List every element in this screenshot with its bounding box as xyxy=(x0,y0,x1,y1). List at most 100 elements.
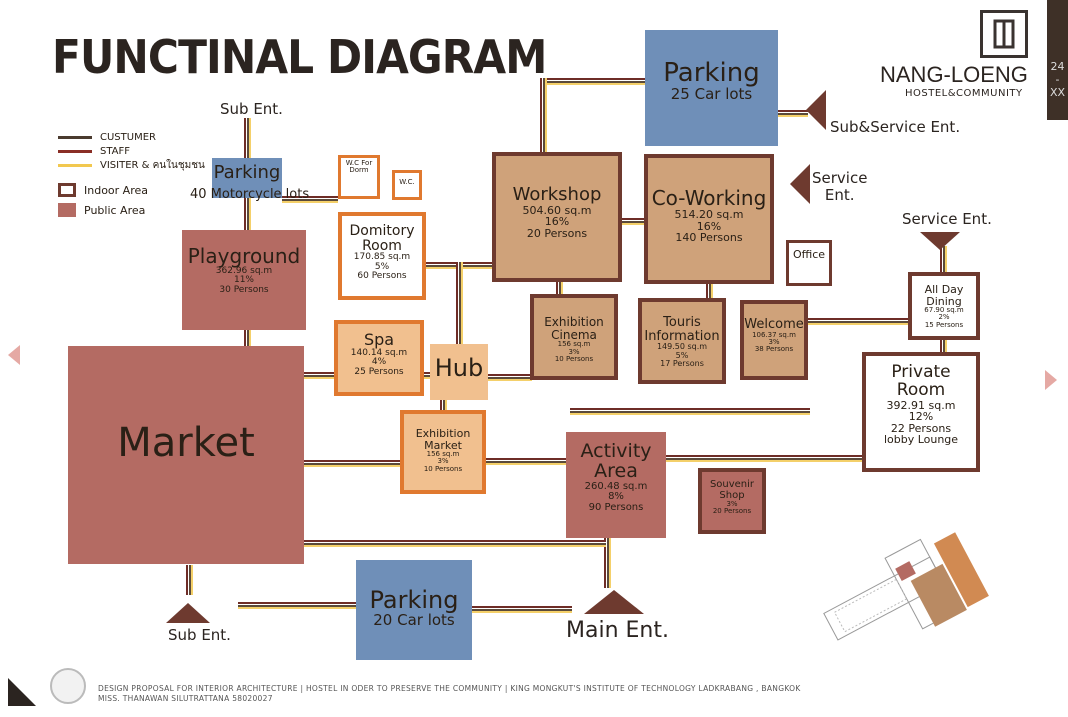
space-stat: 8% xyxy=(608,491,624,503)
sub-entrance-bottom-label: Sub Ent. xyxy=(168,626,231,644)
connector xyxy=(244,118,251,158)
legend-staff: STAFF xyxy=(58,144,205,158)
legend-label: CUSTUMER xyxy=(100,131,156,143)
space-stat: 16% xyxy=(544,215,570,229)
connector xyxy=(940,246,947,272)
connector xyxy=(304,460,400,467)
space-stat: 20 Car lots xyxy=(373,611,455,630)
connector xyxy=(940,340,947,354)
connector xyxy=(186,540,606,547)
space-name: Welcome xyxy=(744,317,804,332)
space-stat: 30 Persons xyxy=(219,284,269,295)
parking-bottom-box: Parking 20 Car lots xyxy=(356,560,472,660)
space-name: Office xyxy=(792,248,826,261)
space-stat: 3% xyxy=(437,457,449,466)
space-stat: 514.20 sq.m xyxy=(674,208,744,221)
space-name: Exhibition Cinema xyxy=(544,315,604,342)
private-room-box: Private Room 392.91 sq.m 12% 22 Persons … xyxy=(862,352,980,472)
legend-customer: CUSTUMER xyxy=(58,130,205,144)
sub-service-entrance-label: Sub&Service Ent. xyxy=(830,118,961,136)
legend: CUSTUMER STAFF VISITER & คนในชุมชน Indoo… xyxy=(58,130,205,220)
legend-swatch-indoor xyxy=(58,183,76,197)
footer-credit: DESIGN PROPOSAL FOR INTERIOR ARCHITECTUR… xyxy=(98,684,801,704)
space-stat: 392.91 sq.m xyxy=(886,398,956,412)
legend-swatch-public xyxy=(58,203,76,217)
playground-box: Playground 362.96 sq.m 11% 30 Persons xyxy=(182,230,306,330)
dormitory-box: Domitory Room 170.85 sq.m 5% 60 Persons xyxy=(338,212,426,300)
space-name: Exhibition Market xyxy=(415,427,471,452)
connector xyxy=(556,282,563,298)
hub-box: Hub xyxy=(430,344,488,400)
logo-icon xyxy=(980,10,1028,58)
space-stat: 22 Persons xyxy=(890,421,952,435)
space-stat: 156 sq.m xyxy=(426,450,460,459)
connector xyxy=(440,400,447,410)
space-name: Parking xyxy=(213,162,281,183)
connector xyxy=(540,78,650,85)
wc-dorm-box: W.C For Dorm xyxy=(338,155,380,199)
parking-moto-box: Parking xyxy=(212,158,282,198)
space-stat: 38 Persons xyxy=(754,345,794,354)
space-name: Spa xyxy=(363,330,395,349)
space-stat: 11% xyxy=(233,275,254,286)
next-page-icon[interactable] xyxy=(1045,370,1057,390)
legend-line-customer xyxy=(58,135,92,139)
space-stat: 4% xyxy=(371,357,387,368)
space-stat: 10 Persons xyxy=(554,354,594,363)
space-stat: 3% xyxy=(726,500,738,508)
entrance-arrow-icon xyxy=(790,164,810,204)
space-stat: 20 Persons xyxy=(526,226,588,240)
brand-subtitle: HOSTEL&COMMUNITY xyxy=(905,88,1023,99)
space-stat: 260.48 sq.m xyxy=(584,480,648,492)
connector xyxy=(238,602,358,609)
space-stat: 60 Persons xyxy=(357,271,407,282)
exhibition-market-box: Exhibition Market 156 sq.m 3% 10 Persons xyxy=(400,410,486,494)
connector xyxy=(570,408,810,415)
connector xyxy=(244,198,251,230)
connector xyxy=(604,538,611,588)
connector xyxy=(620,218,644,225)
space-name: Activity Area xyxy=(580,440,652,482)
space-name: Hub xyxy=(434,354,484,382)
connector xyxy=(456,262,463,344)
space-name: Playground xyxy=(187,244,301,268)
space-name: W.C. xyxy=(399,178,415,186)
connector xyxy=(778,110,808,117)
legend-label: Indoor Area xyxy=(84,183,148,197)
page-number: 24 - XX xyxy=(1047,0,1068,120)
space-name: Workshop xyxy=(512,184,602,205)
space-stat: 90 Persons xyxy=(588,501,644,513)
space-stat: 3% xyxy=(768,337,780,346)
space-stat: 140 Persons xyxy=(675,231,743,245)
connector xyxy=(486,458,566,465)
space-name: Parking xyxy=(663,58,760,88)
footer-line: MISS. THANAWAN SILUTRATTANA 58020027 xyxy=(98,693,273,703)
space-stat: lobby Lounge xyxy=(883,433,959,447)
legend-line-staff xyxy=(58,149,92,153)
space-name: Touris Information xyxy=(644,315,720,344)
footer-line: DESIGN PROPOSAL FOR INTERIOR ARCHITECTUR… xyxy=(98,684,801,693)
space-stat: 3% xyxy=(568,347,580,356)
coworking-box: Co-Working 514.20 sq.m 16% 140 Persons xyxy=(644,154,774,284)
tourist-info-box: Touris Information 149.50 sq.m 5% 17 Per… xyxy=(638,298,726,384)
space-stat: 20 Persons xyxy=(712,507,752,516)
spa-box: Spa 140.14 sq.m 4% 25 Persons xyxy=(334,320,424,396)
space-name: Domitory Room xyxy=(349,223,415,254)
connector xyxy=(808,318,908,325)
space-name: W.C For Dorm xyxy=(345,159,373,175)
space-stat: 362.96 sq.m xyxy=(215,266,273,276)
connector xyxy=(666,455,862,462)
service-entrance-right-label: Service Ent. xyxy=(902,210,992,228)
sub-entrance-top-label: Sub Ent. xyxy=(220,100,283,118)
space-stat: 16% xyxy=(696,219,722,233)
space-stat: 12% xyxy=(908,410,934,424)
legend-line-visitor xyxy=(58,163,92,167)
space-name: Parking xyxy=(369,586,459,614)
entrance-arrow-icon xyxy=(806,90,826,130)
souvenir-shop-box: Souvenir Shop 3% 20 Persons xyxy=(698,468,766,534)
previous-page-icon[interactable] xyxy=(8,345,20,365)
space-stat: 149.50 sq.m xyxy=(656,342,708,352)
connector xyxy=(540,78,547,153)
connector xyxy=(472,606,572,613)
all-day-dining-box: All Day Dining 67.90 sq.m 2% 15 Persons xyxy=(908,272,980,340)
